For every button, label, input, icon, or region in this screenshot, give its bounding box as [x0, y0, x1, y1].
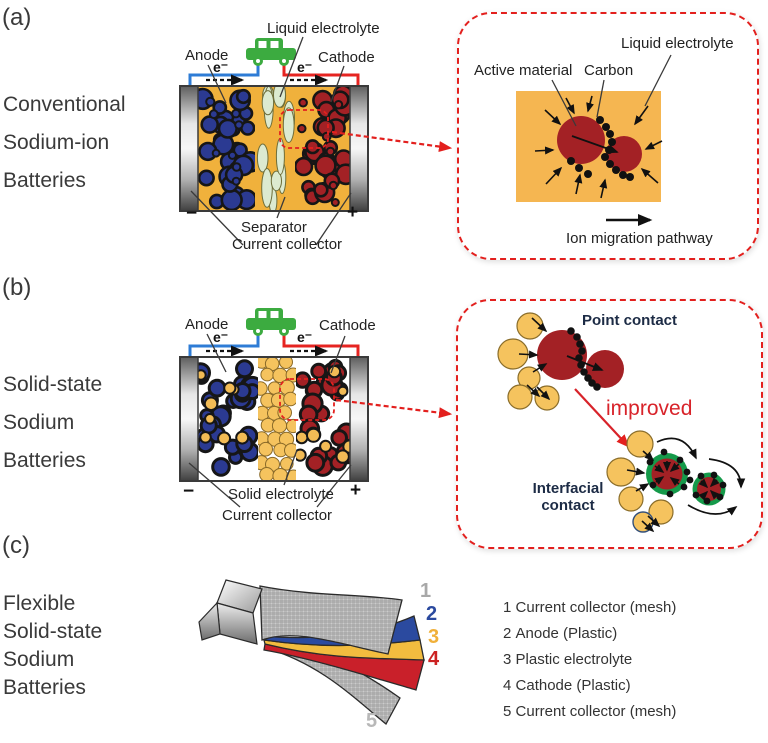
- electron-label: e⁻: [297, 329, 313, 345]
- battery-b-diagram: [179, 308, 453, 508]
- current-collector-label: Current collector: [222, 507, 333, 524]
- point-contact-cluster: [497, 312, 624, 411]
- improved-arrow: [574, 388, 630, 448]
- liquid-electrolyte-inset-label: Liquid electrolyte: [621, 35, 734, 52]
- ion-arrows: [534, 95, 663, 199]
- legend-num: 2: [503, 625, 512, 642]
- legend-label: Current collector (mesh): [515, 599, 677, 616]
- cathode-region: [296, 358, 352, 480]
- layer-number-4: 4: [428, 648, 440, 670]
- car-icon: [246, 308, 296, 336]
- point-contact-label: Point contact: [582, 312, 678, 329]
- battery-a-diagram: [179, 36, 453, 246]
- plus-terminal-label: +: [350, 480, 362, 501]
- zoom-pointer-arrow: [331, 130, 453, 152]
- anode-label: Anode: [185, 47, 229, 64]
- active-material-label: Active material: [474, 62, 573, 79]
- legend-num: 4: [503, 677, 512, 694]
- separator-label: Separator: [241, 219, 307, 236]
- layer-number-2: 2: [426, 603, 437, 625]
- zoom-highlight: [279, 109, 329, 149]
- battery-outline: [179, 356, 369, 482]
- carbon-label: Carbon: [584, 62, 634, 79]
- panel-c-title-line: Flexible: [3, 592, 76, 615]
- clamp-side-face: [198, 601, 221, 641]
- legend-label: Cathode (Plastic): [515, 677, 631, 694]
- panel-a-title-line: Sodium-ion: [3, 131, 110, 154]
- panel-c-tag: (c): [2, 532, 30, 559]
- zoom-highlight: [279, 378, 335, 421]
- minus-terminal-label: −: [183, 481, 195, 502]
- improved-label: improved: [606, 397, 693, 420]
- panel-b-title-line: Sodium: [3, 411, 75, 434]
- electron-label: e⁻: [213, 59, 229, 75]
- panel-b-title-line: Solid-state: [3, 373, 103, 396]
- legend-item: 4 Cathode (Plastic): [503, 677, 631, 694]
- pointer-lines-a: [190, 36, 352, 246]
- car-icon: [246, 38, 296, 66]
- liquid-electrolyte-label: Liquid electrolyte: [267, 20, 380, 37]
- legend-item: 5 Current collector (mesh): [503, 703, 676, 720]
- interfacial-contact-line2: contact: [541, 497, 595, 514]
- layer-1-current-collector: [259, 585, 403, 655]
- anode-wire: [188, 64, 260, 87]
- interfacial-contact-line1: Interfacial: [532, 480, 604, 497]
- current-collector-right: [349, 356, 369, 482]
- battery-outline: [179, 85, 369, 212]
- cathode-label: Cathode: [319, 317, 376, 334]
- anode-region: [198, 87, 255, 210]
- panel-b-tag: (b): [2, 274, 32, 301]
- panel-c-title-line: Sodium: [3, 648, 75, 671]
- panel-c-title-line: Solid-state: [3, 620, 103, 643]
- anode-region: [196, 358, 258, 480]
- legend-item: 1 Current collector (mesh): [503, 599, 676, 616]
- inset-b-diagram: [497, 312, 746, 533]
- cathode-wire: [282, 64, 360, 87]
- ion-migration-pathway-label: Ion migration pathway: [566, 230, 713, 247]
- carbon-dots: [567, 116, 634, 181]
- plus-terminal-label: +: [347, 202, 359, 223]
- current-collector-label: Current collector: [232, 236, 343, 253]
- zoom-pointer-arrow: [335, 398, 453, 419]
- cathode-label: Cathode: [318, 49, 375, 66]
- layer-number-3: 3: [428, 626, 439, 648]
- inset-a-diagram: [516, 54, 672, 226]
- panel-a-tag: (a): [2, 4, 32, 31]
- interfacial-contact-cluster: [606, 430, 746, 533]
- legend-num: 5: [503, 703, 512, 720]
- electron-label: e⁻: [297, 59, 313, 75]
- current-collector-left: [179, 356, 199, 482]
- current-collector-left: [179, 85, 199, 212]
- panel-a-title-line: Conventional: [3, 93, 126, 116]
- solid-electrolyte-label: Solid electrolyte: [228, 486, 334, 503]
- legend-label: Plastic electrolyte: [515, 651, 633, 668]
- interfacial-contact-label: Interfacial contact: [520, 480, 616, 514]
- cathode-region: [295, 87, 350, 210]
- anode-wire: [188, 335, 260, 358]
- pointer-lines-b: [188, 333, 352, 508]
- panel-a-title-line: Batteries: [3, 169, 86, 192]
- cathode-wire: [282, 335, 360, 358]
- inset-a-pointer-lines: [551, 54, 672, 127]
- minus-terminal-label: −: [186, 203, 198, 224]
- electron-label: e⁻: [213, 329, 229, 345]
- legend-item: 3 Plastic electrolyte: [503, 651, 632, 668]
- solid-electrolyte-region: [258, 358, 296, 480]
- legend-num: 1: [503, 599, 512, 616]
- layer-number-1: 1: [420, 580, 431, 602]
- panel-c-title-line: Batteries: [3, 676, 86, 699]
- legend-label: Anode (Plastic): [515, 625, 618, 642]
- anode-label: Anode: [185, 316, 229, 333]
- current-collector-right: [349, 85, 369, 212]
- layer-number-5: 5: [366, 710, 377, 732]
- flexible-battery-diagram: 1 2 3 4 5: [198, 579, 440, 732]
- panel-b-title-line: Batteries: [3, 449, 86, 472]
- legend-label: Current collector (mesh): [515, 703, 677, 720]
- legend-num: 3: [503, 651, 512, 668]
- legend-item: 2 Anode (Plastic): [503, 625, 617, 642]
